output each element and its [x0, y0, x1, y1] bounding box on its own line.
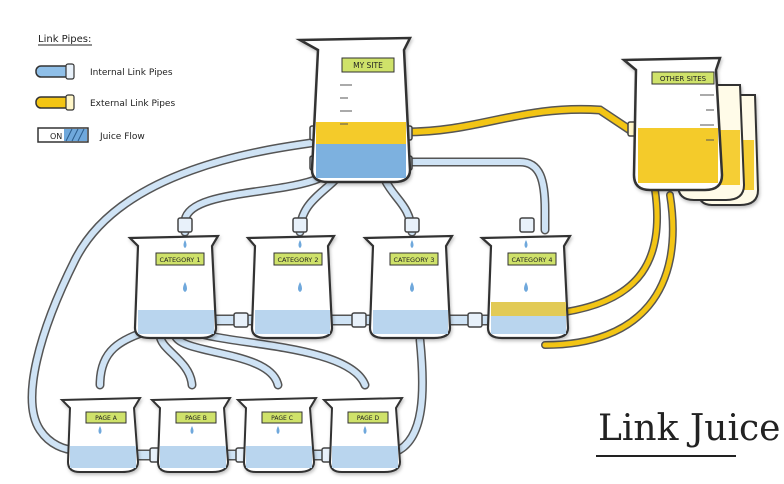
page-a-beaker	[59, 396, 142, 473]
legend: Link Pipes: Internal Link Pipes External…	[35, 34, 175, 143]
external-pipe-main-to-other	[400, 104, 635, 137]
page-d-label: PAGE D	[357, 415, 380, 422]
legend-title: Link Pipes:	[38, 34, 91, 45]
legend-internal-pipe-icon	[35, 63, 75, 80]
category-3-beaker	[362, 234, 454, 340]
page-beakers	[59, 396, 404, 473]
page-b-label: PAGE B	[185, 415, 207, 422]
title-block: Link Juice	[596, 408, 780, 457]
category-2-label: CATEGORY 2	[278, 256, 319, 264]
category-2-beaker	[245, 234, 336, 340]
legend-internal-label: Internal Link Pipes	[90, 68, 173, 78]
page-c-beaker	[235, 396, 318, 473]
legend-external-pipe-icon	[35, 94, 75, 111]
my-site-label: MY SITE	[353, 61, 383, 70]
category-1-label: CATEGORY 1	[160, 256, 201, 264]
diagram-title: Link Juice	[598, 408, 780, 449]
other-sites-beaker	[620, 56, 724, 192]
juice-drops	[98, 240, 528, 434]
page-b-beaker	[149, 396, 232, 473]
other-sites-beaker-stack	[620, 56, 760, 206]
legend-external-label: External Link Pipes	[90, 99, 175, 109]
other-sites-label: OTHER SITES	[660, 75, 707, 83]
toggle-on-label: ON	[50, 132, 62, 141]
category-beakers	[127, 234, 572, 340]
external-pipe-other-to-cat4	[541, 186, 677, 349]
page-d-beaker	[321, 396, 404, 473]
beaker-labels: MY SITE OTHER SITES CATEGORY 1 CATEGORY …	[95, 61, 707, 422]
category-4-label: CATEGORY 4	[512, 256, 553, 264]
juice-flow-toggle: ON	[37, 127, 89, 143]
my-site-beaker	[295, 36, 413, 184]
category-1-beaker	[127, 234, 220, 340]
legend-flow-label: Juice Flow	[99, 132, 145, 142]
page-a-label: PAGE A	[95, 415, 118, 422]
page-c-label: PAGE C	[271, 415, 293, 422]
category-3-label: CATEGORY 3	[394, 256, 435, 264]
